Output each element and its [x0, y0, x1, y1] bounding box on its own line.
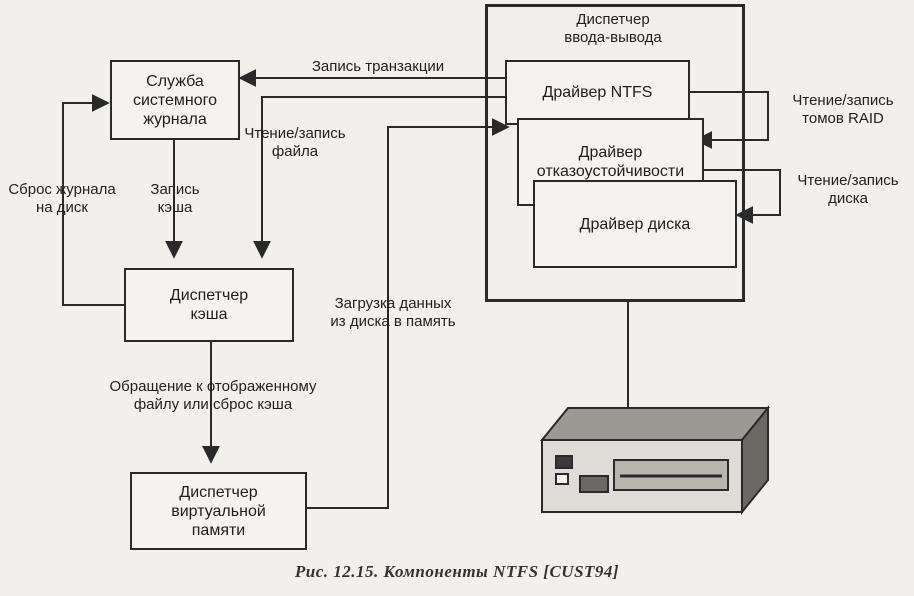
- arrow-raid-rw: [690, 91, 769, 149]
- label-raid-rw: Чтение/запись томов RAID: [792, 92, 894, 127]
- log-service-box: Служба системного журнала: [110, 60, 240, 140]
- arrow-file-rw: [253, 96, 505, 259]
- arrow-load-data: [307, 118, 510, 509]
- figure-caption: Рис. 12.15. Компоненты NTFS [CUST94]: [294, 562, 620, 581]
- ntfs-driver-box: Драйвер NTFS: [505, 60, 690, 125]
- label-file-rw: Чтение/запись файла: [244, 125, 346, 160]
- label-disk-rw: Чтение/запись диска: [797, 172, 899, 207]
- virtual-memory-manager-box: Диспетчер виртуальной памяти: [130, 472, 307, 550]
- io-manager-title: Диспетчер ввода-вывода: [564, 11, 662, 46]
- label-mapped-access: Обращение к отображенному файлу или сбро…: [109, 378, 317, 413]
- label-cache-write: Запись кэша: [150, 181, 200, 216]
- label-transaction-write: Запись транзакции: [311, 58, 445, 75]
- disk-drive-icon: [539, 405, 771, 515]
- arrow-flush-log: [62, 94, 124, 306]
- cache-manager-box: Диспетчер кэша: [124, 268, 294, 342]
- label-flush-log: Сброс журнала на диск: [8, 181, 116, 216]
- label-load-data: Загрузка данных из диска в память: [330, 295, 456, 330]
- disk-driver-box: Драйвер диска: [533, 180, 737, 268]
- io-manager-frame: [485, 4, 745, 302]
